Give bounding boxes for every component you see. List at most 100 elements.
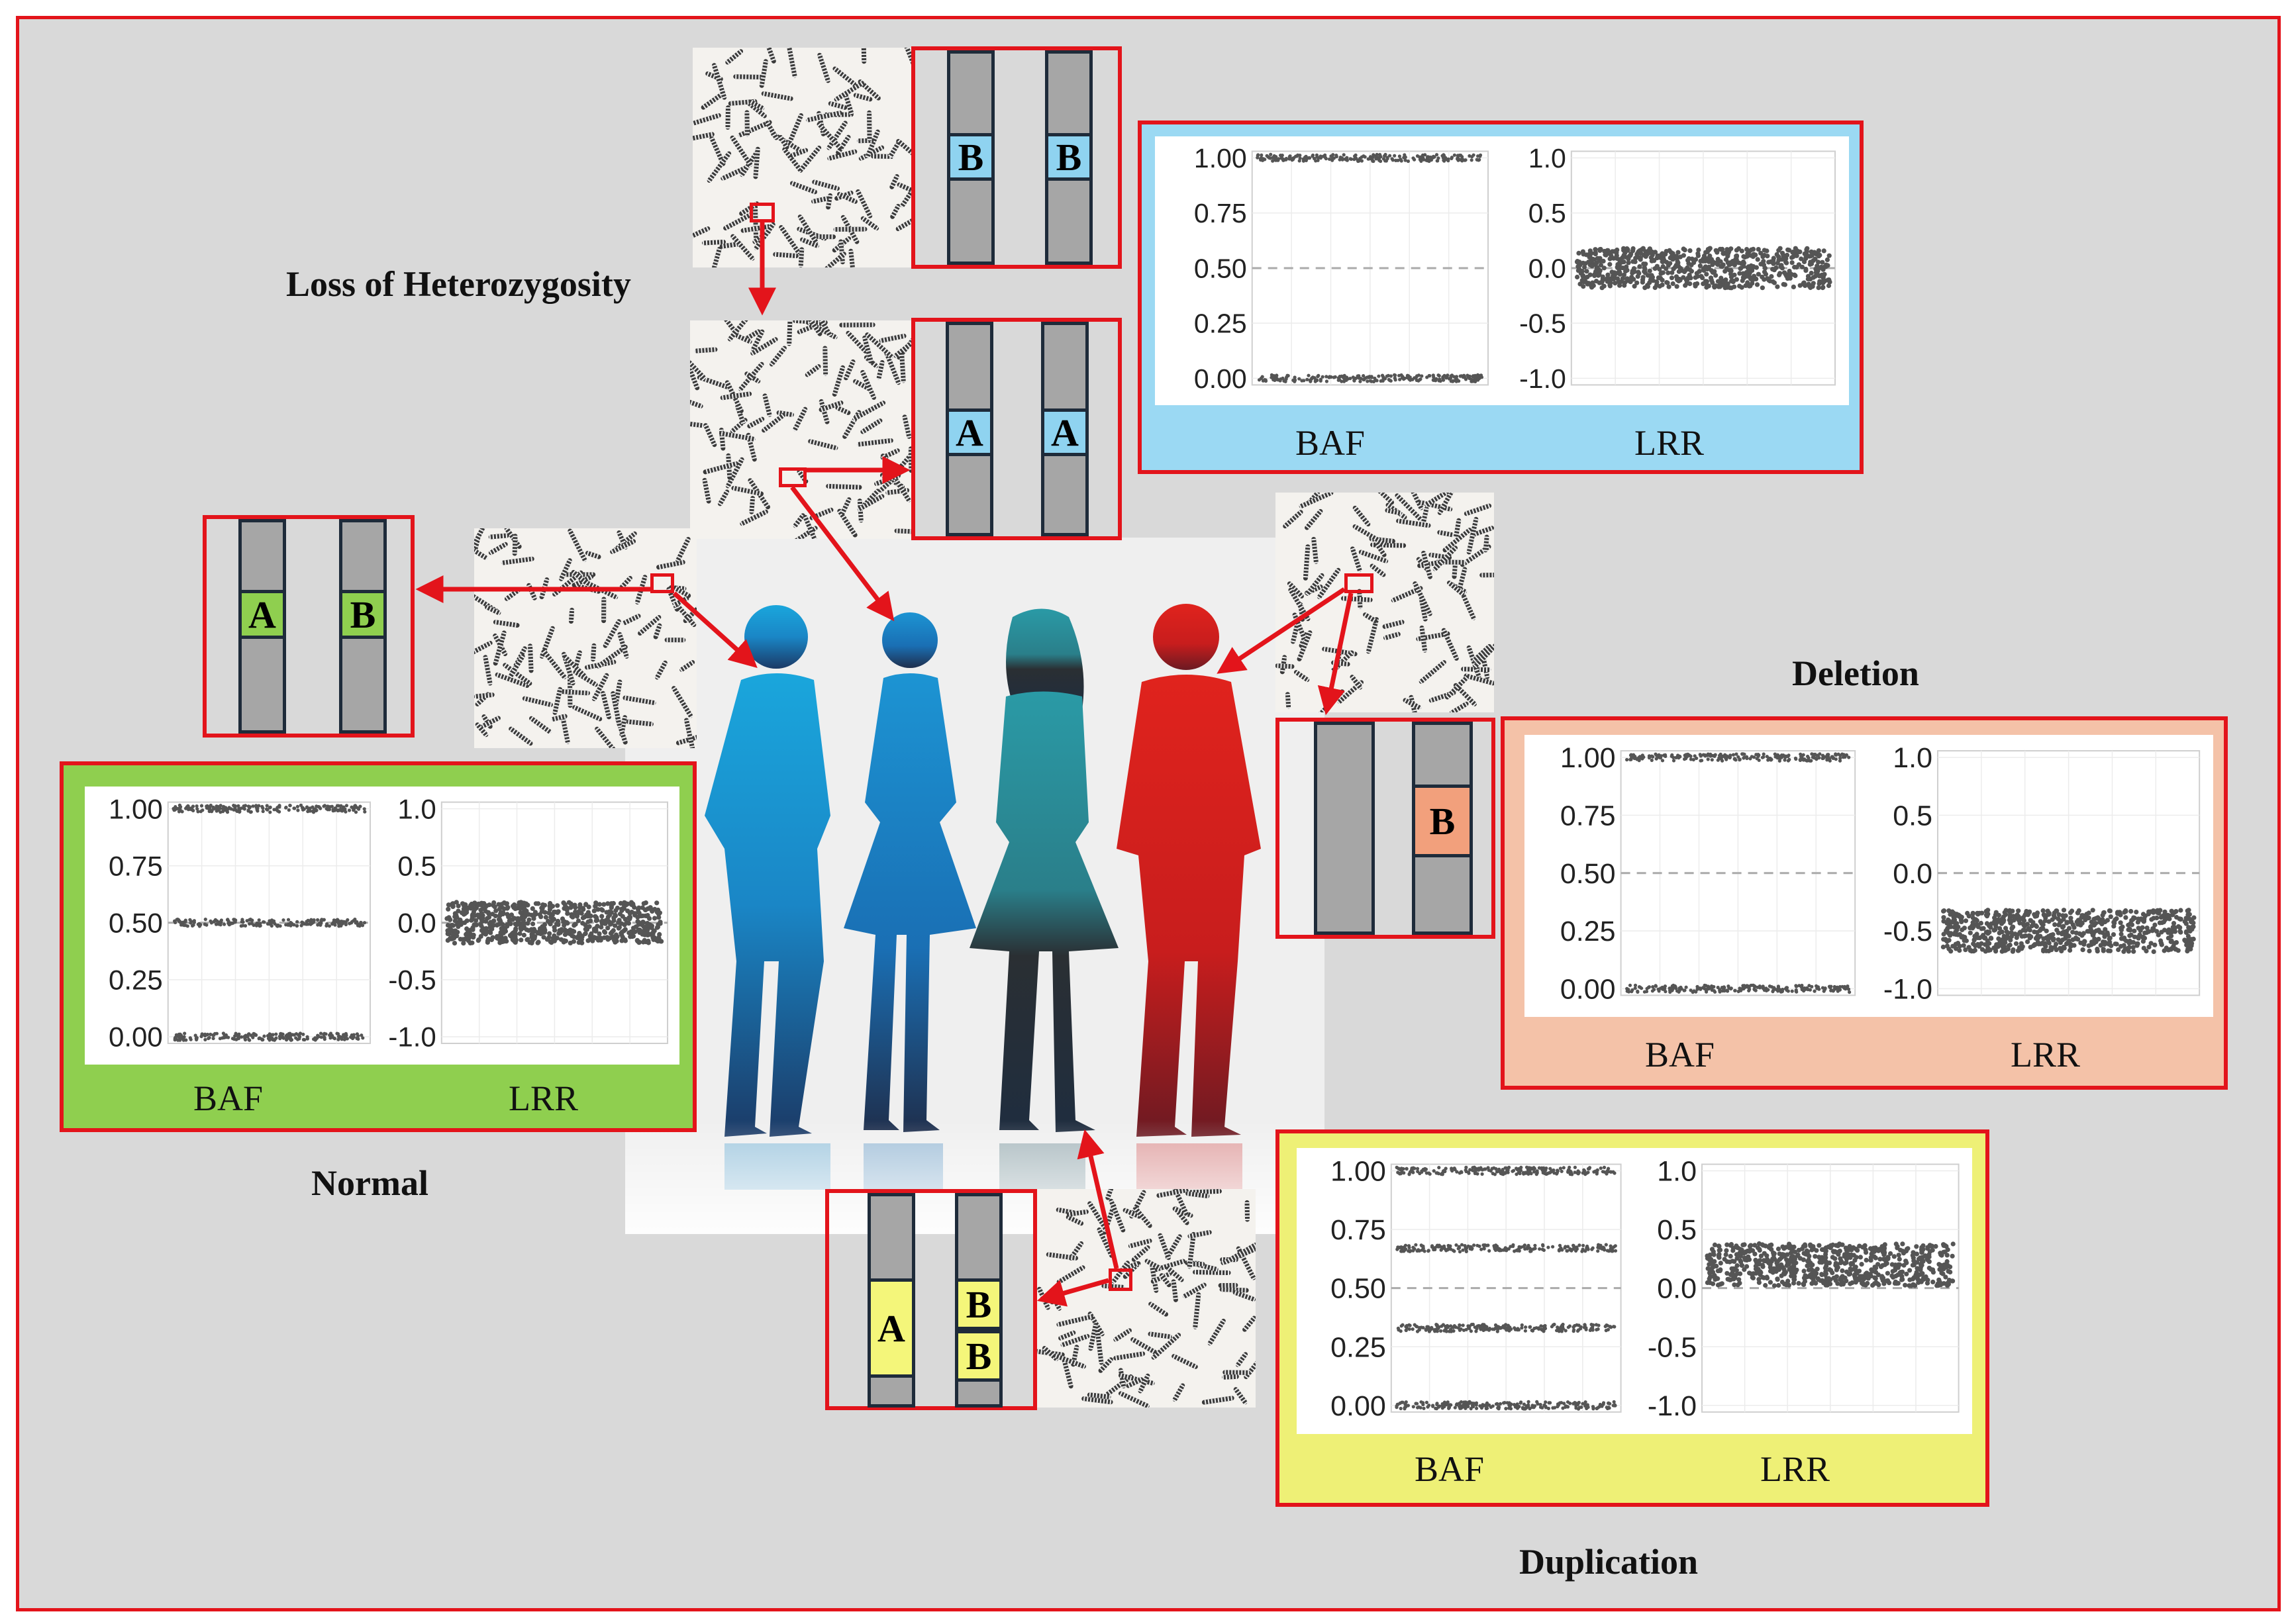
baf-point: [203, 918, 207, 922]
baf-point: [1647, 756, 1652, 760]
lrr-point: [444, 916, 450, 922]
baf-point: [1673, 984, 1677, 988]
lrr-point: [2064, 920, 2070, 925]
baf-point: [1403, 1247, 1408, 1251]
baf-point: [1469, 1407, 1473, 1411]
lrr-point: [1977, 910, 1982, 916]
lrr-point: [2183, 921, 2189, 926]
baf-point: [1605, 1406, 1609, 1409]
baf-point: [1720, 759, 1724, 763]
chromosome: A: [868, 1193, 915, 1408]
lrr-point: [641, 901, 646, 906]
baf-point: [1478, 1404, 1482, 1408]
lrr-point: [2061, 908, 2067, 913]
lrr-point: [1676, 269, 1681, 274]
lrr-point: [1933, 1244, 1938, 1249]
lrr-point: [2058, 945, 2063, 951]
lrr-point: [1734, 277, 1739, 282]
baf-point: [183, 1031, 187, 1035]
baf-point: [1400, 1249, 1404, 1253]
lrr-point: [2011, 914, 2017, 920]
lrr-point: [1762, 248, 1767, 253]
lrr-point: [2083, 914, 2089, 919]
baf-point: [1540, 1247, 1544, 1251]
lrr-point: [461, 941, 466, 946]
baf-point: [1396, 158, 1400, 162]
baf-point: [1340, 158, 1344, 162]
baf-point: [1417, 1405, 1421, 1409]
baf-point: [1432, 1169, 1436, 1173]
baf-point: [209, 803, 213, 808]
lrr-point: [1600, 276, 1605, 281]
people-illustration: [625, 538, 1324, 1234]
lrr-point: [1661, 257, 1666, 262]
lrr-point: [1683, 277, 1689, 283]
baf-point: [1596, 1249, 1600, 1253]
lrr-point: [1576, 250, 1581, 256]
tick-label: 1.00: [1194, 143, 1247, 173]
lrr-point: [2002, 948, 2007, 953]
lrr-point: [2078, 940, 2083, 945]
baf-point: [1458, 154, 1462, 158]
lrr-point: [2021, 922, 2026, 928]
baf-point: [1415, 1167, 1420, 1170]
baf-point: [1668, 988, 1672, 992]
baf-point: [1452, 153, 1456, 157]
baf-point: [1838, 756, 1842, 760]
baf-point: [1256, 156, 1260, 160]
lrr-point: [2058, 919, 2063, 925]
baf-point: [1323, 153, 1327, 157]
lrr-point: [2140, 934, 2146, 939]
baf-point: [1722, 985, 1726, 989]
chromosome: B: [1045, 50, 1093, 265]
lrr-point: [1778, 263, 1783, 269]
baf-point: [1493, 1323, 1498, 1327]
baf-point: [1528, 1166, 1532, 1170]
lrr-point: [650, 931, 655, 936]
lrr-point: [1963, 918, 1969, 924]
baf-point: [1407, 1172, 1411, 1176]
lrr-point: [1631, 266, 1636, 271]
lrr-point: [499, 902, 505, 907]
lrr-point: [1611, 273, 1616, 278]
tick-label: 0.25: [1330, 1331, 1386, 1363]
lrr-point: [2157, 920, 2162, 926]
lrr-point: [1774, 252, 1779, 257]
baf-point: [1686, 752, 1690, 756]
baf-point: [232, 804, 236, 808]
chromosome-spread: [693, 48, 915, 267]
lrr-point: [1914, 1251, 1919, 1257]
baf-point: [336, 808, 340, 813]
baf-point: [1471, 1169, 1475, 1172]
lrr-axes: 1.00.50.0-0.5-1.0: [1648, 1156, 1960, 1422]
baf-point: [357, 807, 361, 811]
baf-point: [1420, 1169, 1424, 1173]
baf-point: [228, 922, 232, 926]
lrr-point: [1593, 252, 1598, 257]
baf-point: [327, 924, 331, 928]
baf-point: [1481, 1404, 1485, 1408]
baf-point: [281, 1032, 285, 1036]
lrr-point: [584, 927, 590, 932]
lrr-point: [1647, 273, 1652, 278]
baf-point: [1524, 1325, 1528, 1329]
tick-label: -1.0: [388, 1022, 436, 1053]
lrr-point: [2191, 915, 2197, 920]
lrr-point: [2041, 948, 2046, 954]
baf-point: [184, 806, 188, 810]
lrr-point: [1805, 246, 1810, 251]
baf-point: [1451, 1249, 1455, 1253]
lrr-point: [2148, 941, 2154, 946]
lrr-point: [540, 925, 545, 930]
lrr-point: [1722, 250, 1728, 256]
baf-point: [1528, 1246, 1532, 1250]
baf-point: [224, 1033, 228, 1037]
lrr-point: [1626, 254, 1632, 259]
baf-point: [1298, 156, 1302, 160]
lrr-point: [497, 913, 503, 918]
baf-point: [190, 806, 194, 810]
lrr-point: [2115, 911, 2120, 916]
baf-point: [1607, 1406, 1611, 1410]
baf-point: [1766, 988, 1770, 992]
baf-point: [1513, 1326, 1517, 1330]
